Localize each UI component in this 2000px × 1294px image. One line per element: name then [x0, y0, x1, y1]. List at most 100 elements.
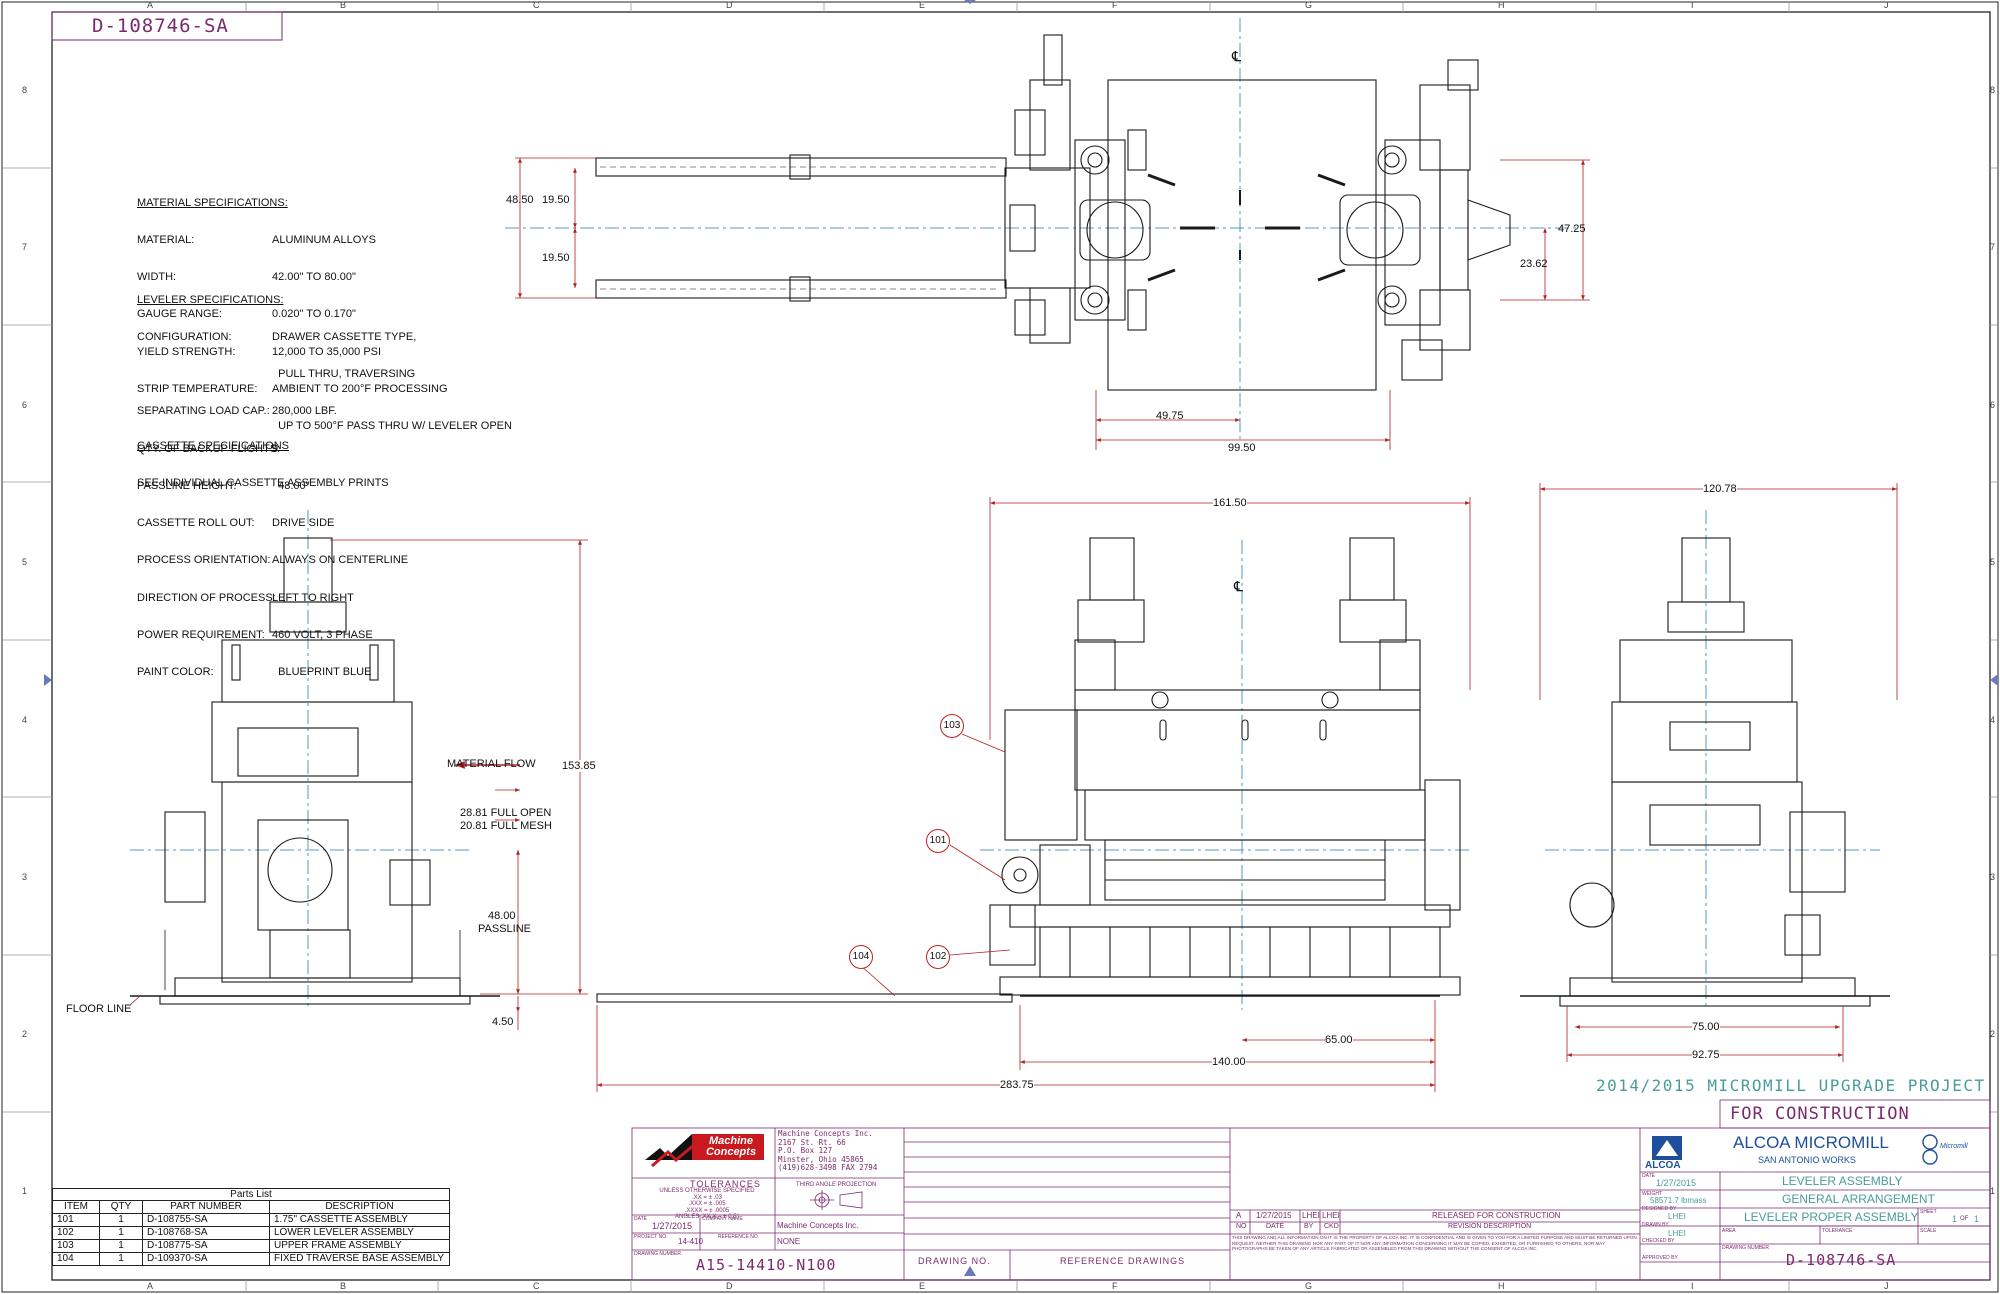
table-row: 101 1 D-108755-SA 1.75" CASSETTE ASSEMBL…	[52, 1213, 450, 1227]
spec-key: POWER REQUIREMENT:	[137, 628, 265, 641]
alcoa-logo	[1652, 1136, 1682, 1160]
dim-28-81-full-open: 28.81 FULL OPEN	[460, 807, 552, 819]
spec-value: DRIVE SIDE	[272, 517, 335, 530]
rev-hdr-date: DATE	[1266, 1223, 1285, 1230]
grid-col-a: A	[147, 0, 154, 10]
rev-ckd: LHEI	[1322, 1211, 1340, 1220]
title-line-2: GENERAL ARRANGEMENT	[1782, 1192, 1935, 1206]
spec-value: LEFT TO RIGHT	[272, 591, 354, 604]
cell-qty: 1	[99, 1239, 143, 1253]
rev-hdr-desc: REVISION DESCRIPTION	[1448, 1223, 1532, 1230]
rev-letter: A	[1236, 1211, 1242, 1220]
cell-description: FIXED TRAVERSE BASE ASSEMBLY	[269, 1252, 450, 1266]
spec-key: WIDTH:	[137, 271, 177, 284]
dim-153-85: 153.85	[562, 760, 596, 772]
project-no-value: 14-410	[678, 1237, 703, 1246]
date-label: DATE	[634, 1216, 647, 1222]
dim-20-81-full-mesh: 20.81 FULL MESH	[460, 820, 552, 832]
tolerance-line: .XX = ± .03	[692, 1194, 722, 1201]
balloon-102: 102	[926, 945, 950, 969]
cell-part-number: D-108755-SA	[142, 1213, 270, 1227]
centering-marks	[44, 0, 1998, 1276]
rev-date: 1/27/2015	[1256, 1211, 1292, 1220]
grid-col-c-bottom: C	[533, 1281, 540, 1291]
title-line-1: LEVELER ASSEMBLY	[1782, 1174, 1903, 1188]
designed-by-value: LHEI	[1668, 1212, 1686, 1221]
tolerance-line: .XXX = ± .005	[688, 1201, 726, 1207]
rev-by: LHEI	[1302, 1211, 1320, 1220]
spec-key: PAINT COLOR:	[137, 666, 214, 678]
reference-drawings-header: REFERENCE DRAWINGS	[1060, 1256, 1186, 1266]
grid-row-5-right: 5	[1990, 557, 1996, 567]
grid-col-a-bottom: A	[147, 1281, 154, 1291]
machine-concepts-logo	[645, 1134, 764, 1168]
date-value: 1/27/2015	[652, 1221, 693, 1231]
floor-line-label: FLOOR LINE	[66, 1003, 132, 1015]
grid-row-7-right: 7	[1990, 242, 1996, 252]
machine-concepts-logo-text: Machine Concepts	[705, 1135, 757, 1158]
grid-col-i-bottom: I	[1691, 1281, 1694, 1291]
table-row: 103 1 D-108775-SA UPPER FRAME ASSEMBLY	[52, 1239, 450, 1253]
col-qty: QTY	[99, 1200, 143, 1214]
company-name-value: Machine Concepts Inc.	[777, 1221, 859, 1230]
grid-row-1-right: 1	[1990, 1186, 1996, 1196]
cell-part-number: D-108768-SA	[142, 1226, 270, 1240]
alcoa-wordmark: ALCOA	[1645, 1160, 1681, 1171]
spec-value: 42.00" TO 80.00"	[272, 271, 356, 284]
spec-key: SEPARATING LOAD CAP.:	[137, 405, 270, 418]
cell-item: 104	[52, 1252, 100, 1266]
drawing-number-box	[51, 11, 283, 41]
spec-value: UP TO 500°F PASS THRU W/ LEVELER OPEN	[272, 420, 512, 433]
plan-view	[505, 18, 1580, 440]
dim-48-50: 48.50	[506, 194, 534, 206]
works-title: SAN ANTONIO WORKS	[1758, 1155, 1856, 1165]
grid-col-f-bottom: F	[1112, 1281, 1118, 1291]
drawing-number2-label: DRAWING NUMBER	[1722, 1245, 1770, 1251]
spec-key: MATERIAL:	[137, 234, 195, 247]
balloon-103: 103	[940, 714, 964, 738]
right-view-dims	[1539, 483, 1898, 1062]
spec-key	[137, 368, 272, 380]
dim-19-50-upper: 19.50	[542, 194, 570, 206]
parts-list-title: Parts List	[52, 1188, 450, 1200]
cassette-spec-text: SEE INDIVIDUAL CASSETTE ASSEMBLY PRINTS	[137, 477, 389, 490]
drawing-no-header: DRAWING NO.	[918, 1256, 991, 1266]
address-line: Machine Concepts Inc.	[778, 1129, 873, 1138]
rev-hdr-no: NO	[1236, 1223, 1247, 1230]
table-row: 102 1 D-108768-SA LOWER LEVELER ASSEMBLY	[52, 1226, 450, 1240]
cell-item: 103	[52, 1239, 100, 1253]
dim-75-00: 75.00	[1692, 1021, 1720, 1033]
parts-list-header-row: ITEM QTY PART NUMBER DESCRIPTION	[52, 1200, 450, 1214]
tolerances-heading: TOLERANCES	[690, 1179, 761, 1189]
grid-col-g-bottom: G	[1305, 1281, 1313, 1291]
material-flow-label: MATERIAL FLOW	[447, 758, 536, 770]
dim-23-62: 23.62	[1520, 258, 1548, 270]
checked-by-label: CHECKED BY	[1642, 1238, 1675, 1244]
company-address: Machine Concepts Inc. 2167 St. Rt. 66 P.…	[778, 1129, 877, 1173]
weight-value: 58571.7 lbmass	[1650, 1196, 1707, 1205]
drawing-number-top: D-108746-SA	[92, 15, 229, 37]
dim-4-50: 4.50	[492, 1016, 514, 1028]
grid-row-2: 2	[22, 1029, 28, 1039]
spec-value: BLUEPRINT BLUE	[272, 666, 372, 678]
col-description: DESCRIPTION	[269, 1200, 450, 1214]
cell-part-number: D-109370-SA	[142, 1252, 270, 1266]
centerline-symbol-plan: ℄	[1232, 48, 1241, 64]
tolerance-line: UNLESS OTHERWISE SPECIFIED	[659, 1188, 755, 1194]
spec-key: GAUGE RANGE:	[137, 308, 222, 321]
spec-value: ALWAYS ON CENTERLINE	[272, 554, 409, 567]
grid-col-h: H	[1498, 0, 1505, 10]
parts-list-table: Parts List ITEM QTY PART NUMBER DESCRIPT…	[52, 1188, 450, 1266]
dim-120-78: 120.78	[1703, 483, 1737, 495]
material-specifications: MATERIAL SPECIFICATIONS: MATERIAL:ALUMIN…	[137, 172, 512, 457]
right-side-view	[1520, 510, 1890, 1010]
spec-value: PULL THRU, TRAVERSING	[272, 368, 416, 381]
grid-col-i: I	[1691, 0, 1694, 10]
grid-row-3-right: 3	[1990, 872, 1996, 882]
material-spec-heading: MATERIAL SPECIFICATIONS:	[137, 196, 288, 209]
spec-value: 0.020" TO 0.170"	[272, 308, 356, 321]
cell-description: 1.75" CASSETTE ASSEMBLY	[269, 1213, 450, 1227]
address-line: P.O. Box 127	[778, 1146, 833, 1155]
